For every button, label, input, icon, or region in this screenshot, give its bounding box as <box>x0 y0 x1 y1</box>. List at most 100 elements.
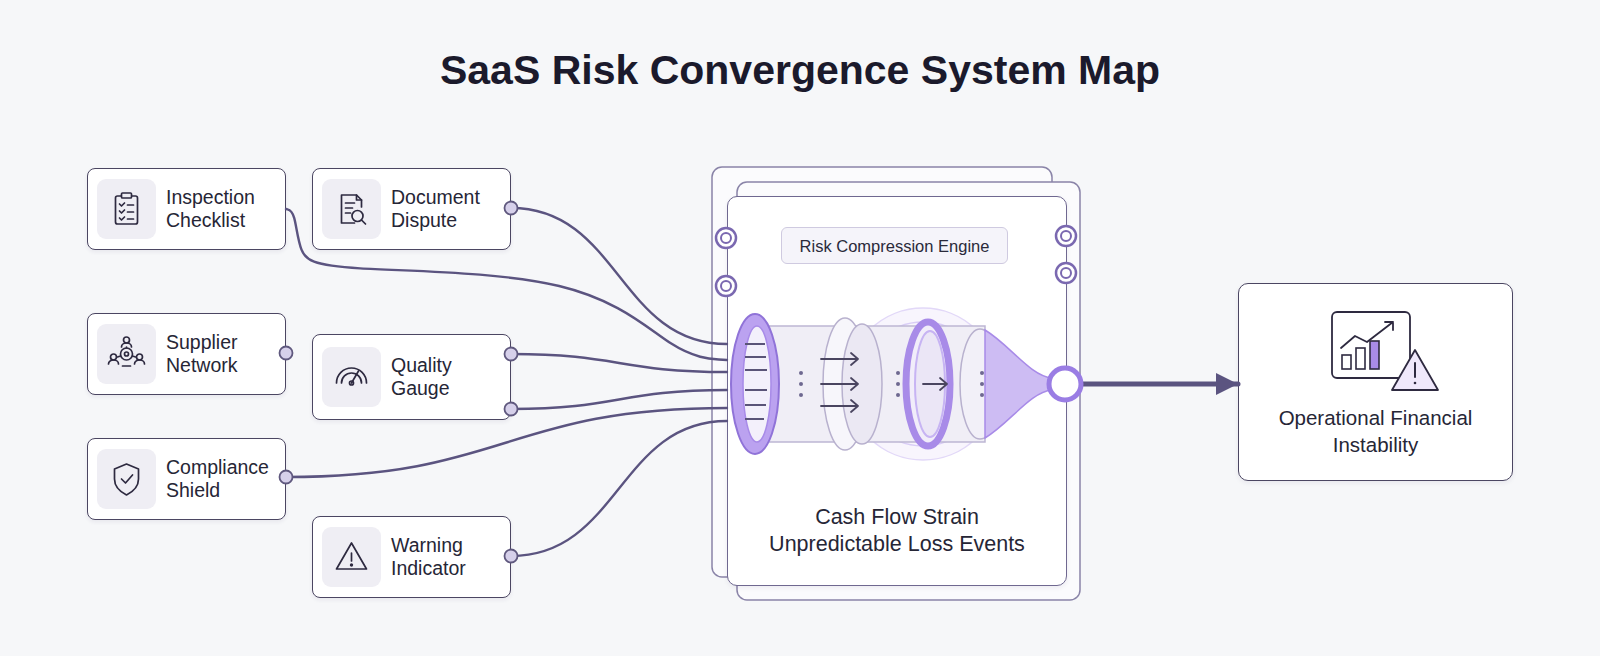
chart-bar <box>1370 341 1379 369</box>
node-text: Inspection Checklist <box>166 186 281 232</box>
icon-tile <box>97 324 156 384</box>
panel-port-inner <box>1061 231 1071 241</box>
panel-port <box>1056 263 1076 283</box>
person-head <box>137 354 143 360</box>
port-dot <box>505 202 518 215</box>
flow-dot <box>980 371 984 375</box>
flow-dots <box>799 371 984 397</box>
flow-dot <box>896 371 900 375</box>
node-text: Warning Indicator <box>391 534 506 580</box>
clipboard-board <box>116 196 138 224</box>
document-outline <box>342 195 362 223</box>
icon-tile <box>322 347 381 407</box>
text-group: Warning Indicator <box>391 534 506 580</box>
text-group: Document Dispute <box>391 186 506 232</box>
intake-wires <box>745 344 767 419</box>
text-group: Compliance Shield <box>166 456 281 502</box>
trend-line <box>1341 322 1393 348</box>
shield-icon <box>115 464 139 495</box>
panel-port-inner <box>721 233 731 243</box>
port-dot <box>280 347 293 360</box>
panel-ports <box>716 226 1076 296</box>
checklist-marks <box>120 203 134 220</box>
gauge-icon <box>337 368 367 385</box>
text-group: Supplier Network <box>166 331 281 377</box>
alert-bar <box>1414 363 1416 377</box>
shield-check <box>122 475 133 483</box>
panel-port <box>716 228 736 248</box>
connector <box>511 208 727 344</box>
person-body <box>109 360 119 364</box>
panel-port <box>1056 226 1076 246</box>
node-text: Document Dispute <box>391 186 506 232</box>
gauge-pivot <box>350 381 354 385</box>
document-icon <box>342 195 366 224</box>
panel-port-inner <box>1061 268 1071 278</box>
icon-tile <box>97 179 156 239</box>
icon-backgrounds <box>97 179 381 587</box>
node-text: Compliance Shield <box>166 456 281 502</box>
flow-dot <box>896 382 900 386</box>
intake-ring <box>731 314 779 454</box>
network-links <box>118 347 136 366</box>
flow-arrows <box>821 353 947 412</box>
panel-port-inner <box>721 281 731 291</box>
node-text: Cash Flow Strain <box>728 504 1066 531</box>
warning-bar <box>351 553 353 561</box>
node-text: Supplier Network <box>166 331 281 377</box>
warning-icon <box>337 543 367 569</box>
alert-dot <box>1414 382 1417 385</box>
flow-dot <box>799 371 803 375</box>
connector <box>511 390 727 409</box>
diagram-title: SaaS Risk Convergence System Map <box>0 46 1600 94</box>
icon-tile <box>322 179 381 239</box>
icons <box>109 193 367 569</box>
text-group: Quality Gauge <box>391 354 506 400</box>
alert-triangle <box>1392 350 1438 390</box>
text-group: Inspection Checklist <box>166 186 281 232</box>
port-dot <box>505 348 518 361</box>
node-text: Unpredictable Loss Events <box>728 531 1066 558</box>
icon-tile <box>97 449 156 509</box>
person-head <box>111 354 117 360</box>
person-body <box>135 360 145 364</box>
icon-tile <box>322 527 381 587</box>
text-group: Risk Compression Engine <box>800 236 990 256</box>
person-head <box>124 337 130 343</box>
chart-frame <box>1332 312 1410 378</box>
output-funnel <box>985 330 1052 438</box>
flow-dot <box>799 382 803 386</box>
connector <box>511 421 727 556</box>
intake-mouth <box>743 326 771 442</box>
flow-dot <box>896 393 900 397</box>
chart-bar <box>1342 355 1351 369</box>
connector <box>511 354 727 372</box>
flow-dot <box>799 393 803 397</box>
connector <box>1067 382 1238 387</box>
warning-dot <box>351 564 353 566</box>
port-dot <box>505 403 518 416</box>
node-text: Operational Financial Instability <box>1258 404 1493 458</box>
text-group: Operational Financial Instability <box>1258 404 1493 458</box>
warning-triangle <box>337 543 367 569</box>
flow-dot <box>980 393 984 397</box>
magnifier-handle <box>362 220 366 224</box>
port-dot <box>505 550 518 563</box>
compression-cylinder <box>731 308 1081 460</box>
panel-port <box>716 276 736 296</box>
shield-outline <box>115 464 139 495</box>
port-dot <box>280 471 293 484</box>
port-dots <box>280 202 518 563</box>
network-icon <box>109 337 145 366</box>
node-text: Quality Gauge <box>391 354 506 400</box>
chart-bar <box>1356 348 1365 369</box>
clipboard-clip <box>122 193 132 198</box>
network-hub <box>121 348 133 360</box>
output-port <box>1049 368 1081 400</box>
network-hub-core <box>125 352 129 356</box>
clipboard-icon <box>116 193 138 224</box>
text-group: Cash Flow StrainUnpredictable Loss Event… <box>728 504 1066 558</box>
flow-dot <box>980 382 984 386</box>
engine-label-box: Risk Compression Engine <box>781 227 1008 264</box>
